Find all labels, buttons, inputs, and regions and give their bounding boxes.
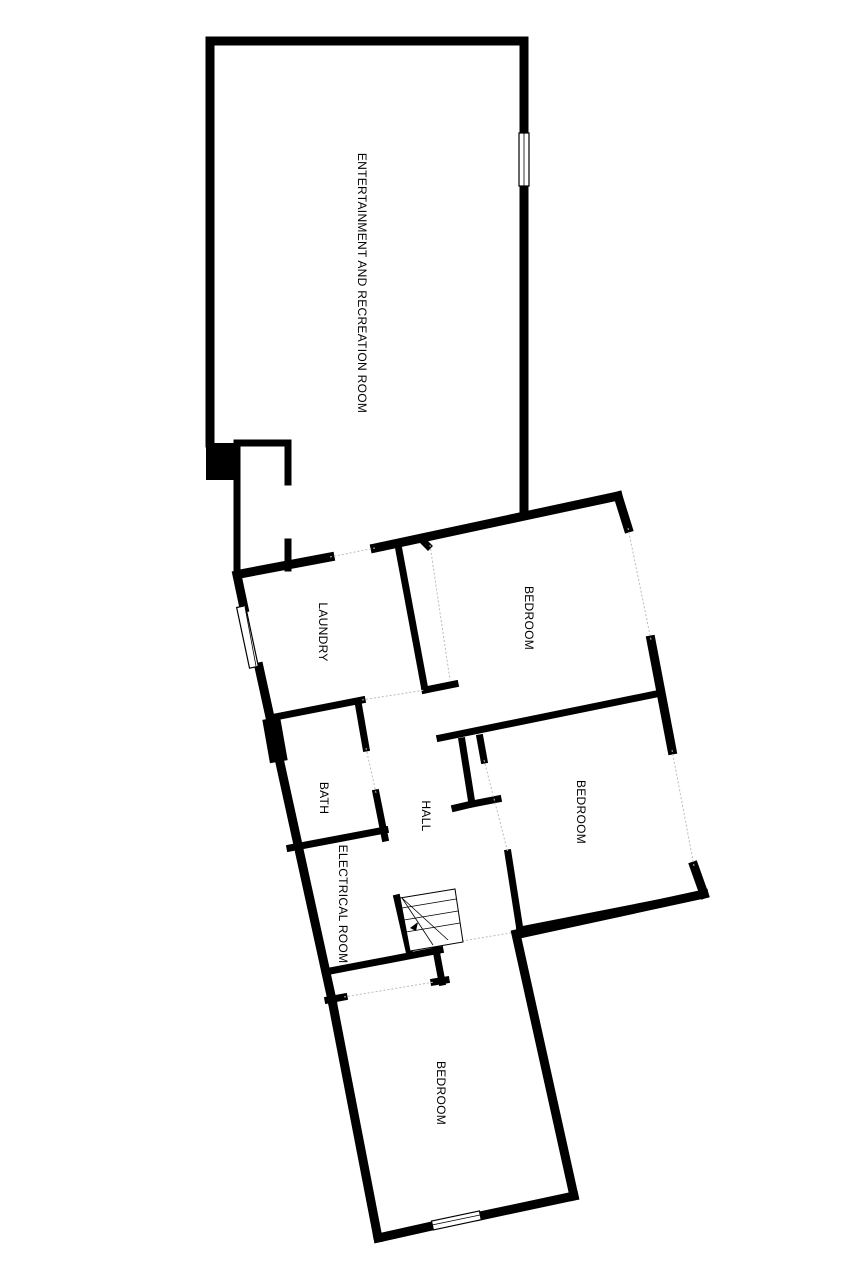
entertainment-room-walls	[205, 36, 529, 576]
laundry-window	[235, 604, 260, 669]
bottom-bedroom-walls	[326, 889, 709, 1244]
entertainment-window	[518, 132, 530, 187]
room-label-bedroom-bottom: BEDROOM	[434, 1061, 448, 1125]
bottom-bedroom-window	[430, 1210, 482, 1231]
room-label-entertainment: ENTERTAINMENT AND RECREATION ROOM	[355, 153, 369, 413]
staircase	[399, 888, 464, 952]
room-label-bedroom-middle: BEDROOM	[574, 780, 588, 844]
interior-walls	[270, 536, 661, 1005]
room-label-hall: HALL	[419, 800, 433, 831]
room-label-bath: BATH	[317, 782, 331, 814]
room-label-electrical: ELECTRICAL ROOM	[336, 845, 350, 964]
room-label-bedroom-top: BEDROOM	[522, 586, 536, 650]
door-openings	[329, 527, 695, 998]
exterior-walls-middle	[231, 490, 710, 1006]
room-label-laundry: LAUNDRY	[316, 602, 330, 661]
